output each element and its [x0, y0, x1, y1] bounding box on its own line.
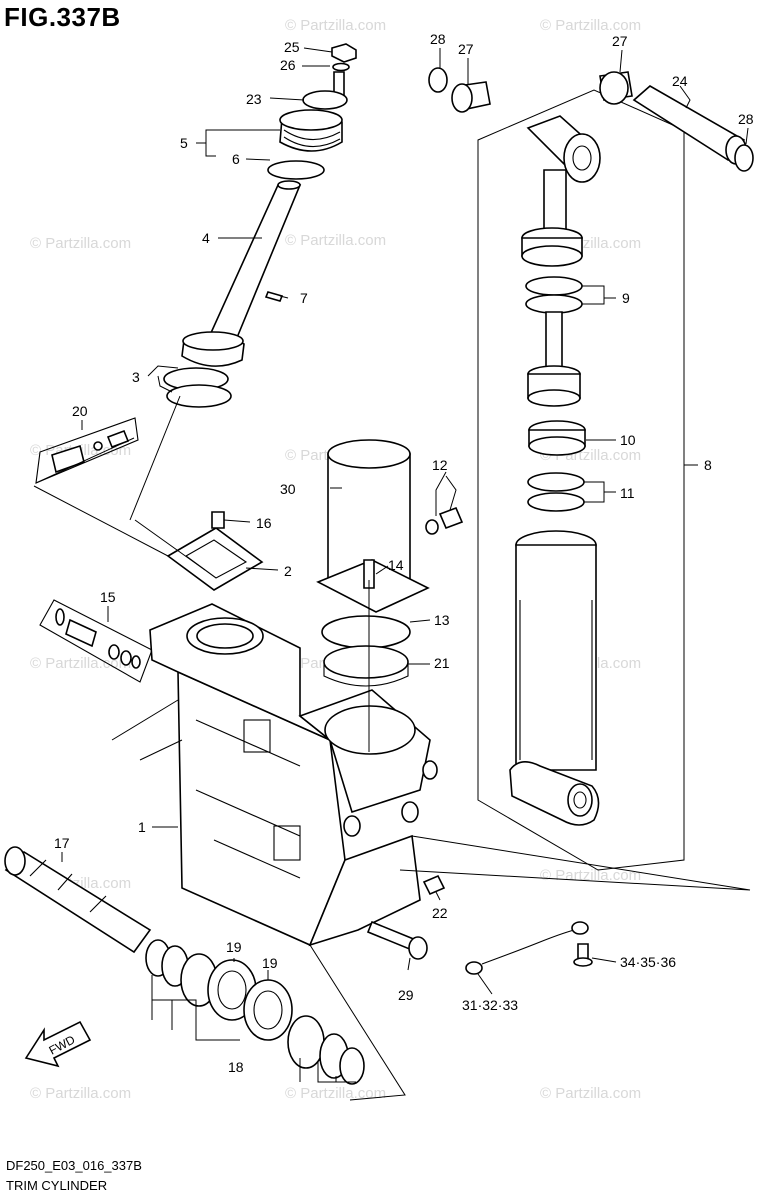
callout-24: 24 [672, 73, 688, 89]
part-rod-end [302, 71, 348, 110]
callout-30: 30 [280, 481, 296, 497]
part-bolt-29 [366, 920, 428, 960]
figure-title: FIG.337B [4, 2, 121, 32]
callout-15: 15 [100, 589, 116, 605]
part-pin-24 [632, 85, 747, 165]
part-bushing-27b [599, 71, 633, 105]
watermark: © Partzilla.com [540, 867, 641, 884]
part-rod-eye [526, 115, 601, 241]
part-piston-rod-tube [208, 180, 302, 341]
callout-19a: 19 [226, 939, 242, 955]
callout-28a: 28 [430, 31, 446, 47]
watermark: © Partzilla.com [285, 1085, 386, 1102]
callout-19b: 19 [262, 955, 278, 971]
part-pin-7 [264, 291, 284, 302]
callout-4: 4 [202, 230, 210, 246]
callout-31-32-33: 31·32·33 [462, 997, 518, 1013]
leader-lines [61, 47, 749, 1083]
part-screw-16 [211, 511, 225, 529]
callout-27a: 27 [458, 41, 474, 57]
part-cap-nut [331, 43, 357, 72]
part-gland-10 [528, 420, 586, 456]
part-circlip-28a [428, 67, 448, 93]
part-o-ring-13 [321, 615, 411, 649]
callout-16: 16 [256, 515, 272, 531]
fwd-arrow: FWD [24, 1020, 92, 1068]
callout-21: 21 [434, 655, 450, 671]
part-circlip-28b [734, 144, 754, 172]
part-bushing-27a [451, 81, 491, 113]
callout-29: 29 [398, 987, 414, 1003]
callout-23: 23 [246, 91, 262, 107]
assembly-guide-line [33, 437, 751, 891]
figure-name: TRIM CYLINDER [6, 1178, 108, 1193]
callout-5: 5 [180, 135, 188, 151]
callout-17: 17 [54, 835, 70, 851]
callout-34-35-36: 34·35·36 [620, 954, 676, 970]
callout-28b: 28 [738, 111, 754, 127]
part-shaft-17 [4, 846, 152, 954]
watermark: © Partzilla.com [30, 655, 131, 672]
assembly-guide-line [111, 699, 406, 1101]
watermark: © Partzilla.com [30, 1085, 131, 1102]
part-filter-21 [323, 645, 409, 687]
part-o-ring-3b [166, 384, 232, 408]
part-o-ring-6 [267, 160, 325, 180]
part-o-ring-11a [527, 472, 585, 492]
callout-9: 9 [622, 290, 630, 306]
callout-3: 3 [132, 369, 140, 385]
cylinder-assembly-bracket [477, 89, 685, 871]
callout-2: 2 [284, 563, 292, 579]
part-valve-20 [35, 417, 139, 484]
part-cylinder-body-1 [149, 603, 438, 947]
watermark: © Partzilla.com [30, 235, 131, 252]
callout-20: 20 [72, 403, 88, 419]
part-bolt-14 [363, 559, 375, 589]
callout-18: 18 [228, 1059, 244, 1075]
part-lead-wire-31 [465, 921, 589, 975]
callout-26: 26 [280, 57, 296, 73]
callout-7: 7 [300, 290, 308, 306]
part-cylinder-tube [509, 530, 600, 826]
callout-1: 1 [138, 819, 146, 835]
callout-22: 22 [432, 905, 448, 921]
callout-25: 25 [284, 39, 300, 55]
part-piston-8 [527, 365, 581, 407]
callout-10: 10 [620, 432, 636, 448]
part-washer-19b [243, 979, 293, 1041]
callout-27b: 27 [612, 33, 628, 49]
part-piston [181, 331, 245, 367]
part-plug-12 [425, 506, 464, 535]
part-seal-set-18 [145, 939, 365, 1085]
part-rod-head [521, 227, 583, 267]
part-bolt-22 [422, 874, 446, 896]
part-o-ring-9a [525, 276, 583, 296]
callout-13: 13 [434, 612, 450, 628]
part-bolt-34 [573, 943, 593, 967]
part-o-ring-11b [527, 492, 585, 512]
callout-labels: 1 2 3 4 5 6 7 8 9 10 11 12 13 14 15 16 1… [54, 31, 754, 1075]
part-seal-plate-2 [166, 527, 264, 591]
watermark: © Partzilla.com [285, 232, 386, 249]
part-cap-screw [279, 109, 343, 152]
callout-8: 8 [704, 457, 712, 473]
watermark: © Partzilla.com [285, 17, 386, 34]
callout-11: 11 [620, 485, 635, 501]
part-o-ring-9b [525, 294, 583, 314]
part-piston-rod [545, 311, 563, 371]
figure-code: DF250_E03_016_337B [6, 1158, 142, 1173]
watermark: © Partzilla.com [540, 17, 641, 34]
callout-12: 12 [432, 457, 448, 473]
callout-6: 6 [232, 151, 240, 167]
watermark: © Partzilla.com [540, 1085, 641, 1102]
assembly-guide-line [129, 395, 181, 521]
callout-14: 14 [388, 557, 404, 573]
